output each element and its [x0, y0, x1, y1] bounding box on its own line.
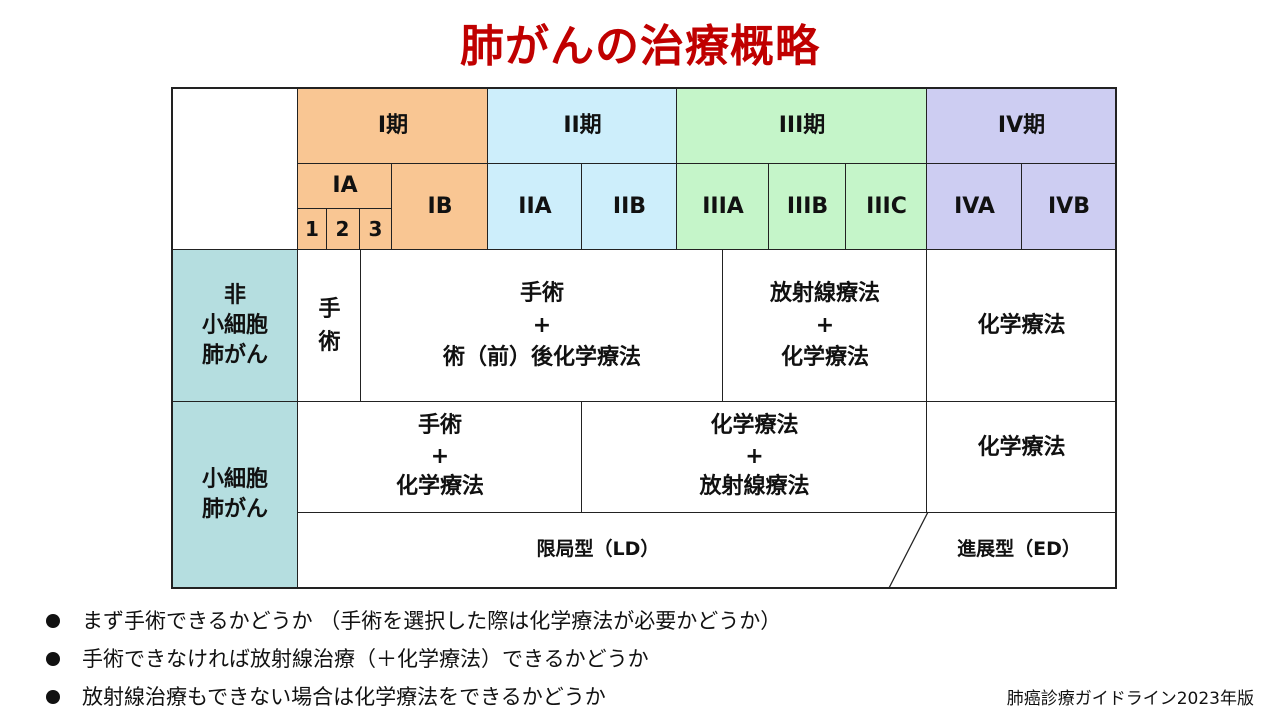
substage-ia2: 2 [326, 208, 359, 250]
substage-iib: IIB [582, 164, 677, 250]
bullet-item: 手術できなければ放射線治療（＋化学療法）できるかどうか [44, 640, 781, 678]
grid-line [581, 164, 582, 250]
grid-line [1021, 164, 1022, 250]
substage-ib: IB [392, 164, 488, 250]
nsclc-surgery-chemo: 手術 + 術（前）後化学療法 [361, 250, 723, 402]
sclc-surgery-chemo: 手術 + 化学療法 [298, 402, 582, 512]
nsclc-surgery-only: 手 術 [298, 250, 361, 402]
substage-ia3: 3 [359, 208, 392, 250]
grid-line [360, 250, 361, 402]
substage-iva: IVA [927, 164, 1022, 250]
grid-line [722, 250, 723, 402]
grid-line [845, 164, 846, 250]
source-citation: 肺癌診療ガイドライン2023年版 [1006, 689, 1254, 709]
grid-line [1115, 87, 1117, 589]
bullet-list: まず手術できるかどうか （手術を選択した際は化学療法が必要かどうか） 手術できな… [44, 602, 781, 716]
substage-iiic: IIIC [846, 164, 927, 250]
bullet-item: まず手術できるかどうか （手術を選択した際は化学療法が必要かどうか） [44, 602, 781, 640]
grid-line [676, 88, 677, 250]
bullet-dot-icon [46, 690, 60, 704]
grid-line [172, 249, 1116, 250]
grid-line [172, 401, 1116, 402]
substage-ia1: 1 [298, 208, 326, 250]
sclc-chemo-radio: 化学療法 + 放射線療法 [582, 402, 927, 512]
page-title: 肺がんの治療概略 [460, 21, 820, 72]
sclc-row-header: 小細胞 肺がん [172, 402, 298, 588]
grid-line [297, 88, 298, 588]
grid-line [926, 88, 927, 512]
substage-ivb: IVB [1022, 164, 1116, 250]
diagonal-divider-line [888, 511, 929, 589]
bullet-item: 放射線治療もできない場合は化学療法をできるかどうか [44, 678, 781, 716]
sclc-chemo: 化学療法 [927, 402, 1116, 494]
substage-iiib: IIIB [769, 164, 846, 250]
grid-line [172, 87, 1117, 89]
nsclc-radio-chemo: 放射線療法 + 化学療法 [723, 250, 927, 402]
sclc-extensive-disease: 進展型（ED） [957, 538, 1081, 561]
grid-line [581, 402, 582, 512]
nsclc-chemo: 化学療法 [927, 250, 1116, 402]
bullet-dot-icon [46, 652, 60, 666]
grid-line [171, 87, 173, 589]
sclc-limited-disease: 限局型（LD） [536, 538, 660, 561]
bullet-dot-icon [46, 614, 60, 628]
stage-1-header: I期 [298, 88, 488, 164]
grid-line [487, 88, 488, 250]
corner-cell [172, 88, 298, 250]
stage-2-header: II期 [488, 88, 677, 164]
substage-iiia: IIIA [677, 164, 769, 250]
grid-line [391, 164, 392, 250]
grid-line [359, 208, 360, 250]
substage-iia: IIA [488, 164, 582, 250]
grid-line [326, 208, 327, 250]
grid-line [298, 512, 1116, 513]
nsclc-row-header: 非 小細胞 肺がん [172, 250, 298, 402]
stage-4-header: IV期 [927, 88, 1116, 164]
substage-ia: IA [298, 164, 392, 208]
grid-line [768, 164, 769, 250]
grid-line [298, 163, 1116, 164]
grid-line [172, 587, 1117, 589]
stage-3-header: III期 [677, 88, 927, 164]
grid-line [298, 208, 392, 209]
